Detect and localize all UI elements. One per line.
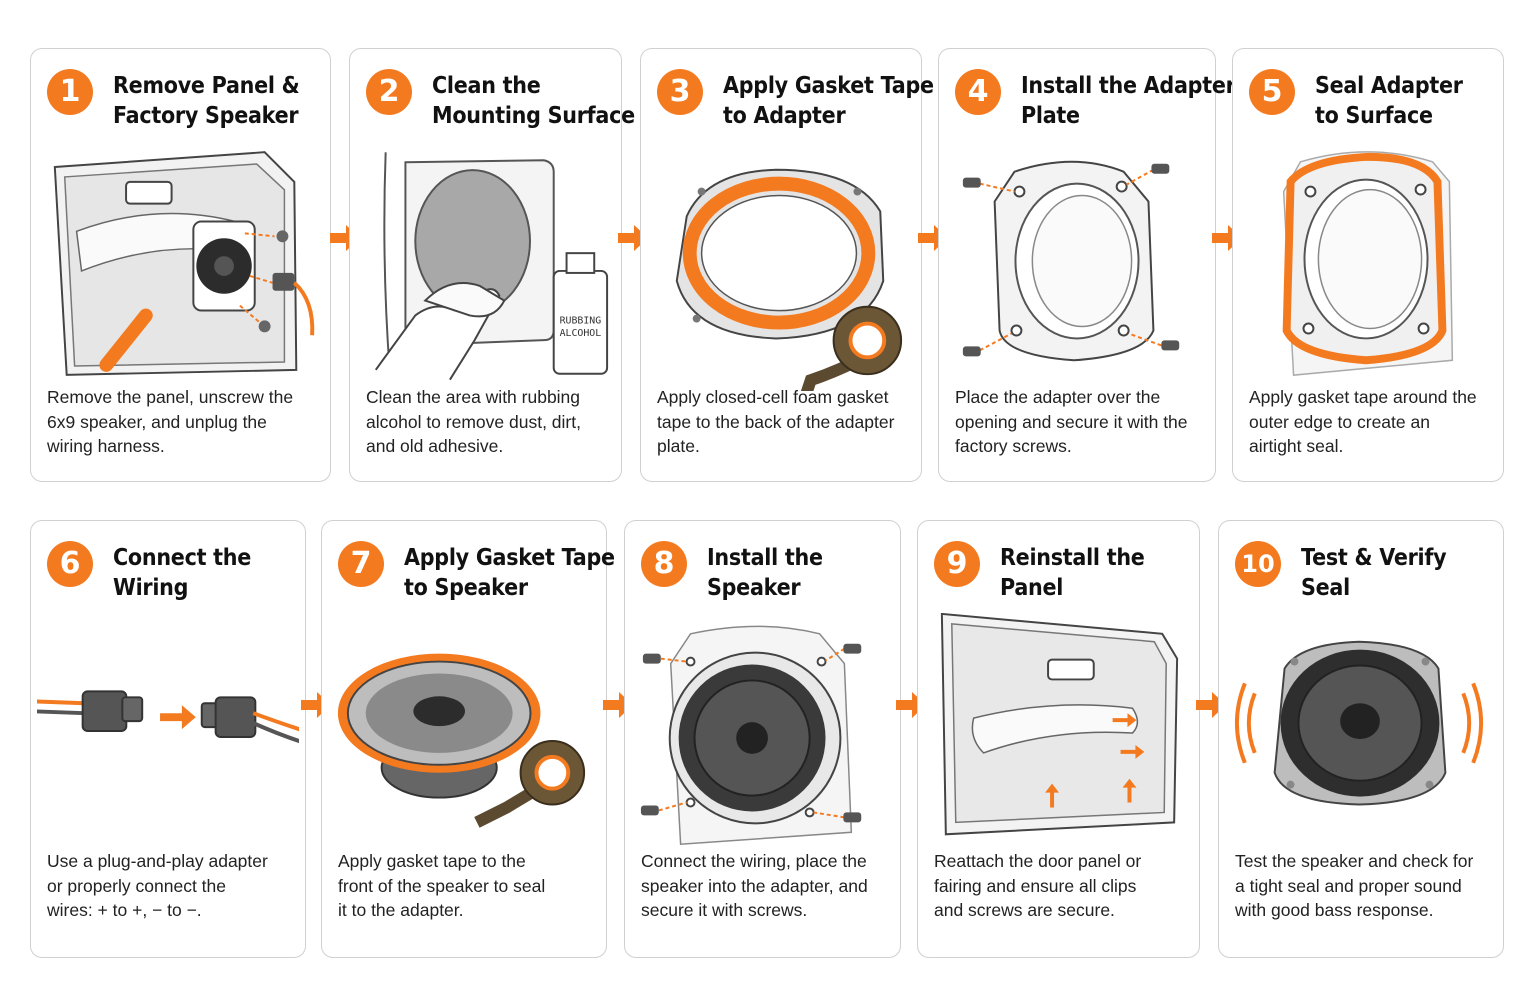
bottle-label: ALCOHOL: [560, 328, 602, 339]
door-panel-speaker-removal-icon: [37, 141, 324, 391]
step-number-badge: 1: [47, 69, 93, 115]
step-number-badge: 5: [1249, 69, 1295, 115]
speaker-sound-waves-icon: [1225, 613, 1497, 863]
step-number-badge: 6: [47, 541, 93, 587]
step-title: Remove Panel &Factory Speaker: [113, 73, 300, 129]
door-panel-reinstall-icon: [924, 613, 1193, 863]
step-number-badge: 8: [641, 541, 687, 587]
wiring-connector-icon: [37, 613, 299, 863]
sealed-adapter-icon: [1239, 141, 1497, 391]
speaker-gasket-tape-icon: [328, 613, 600, 863]
adapter-plate-gasket-tape-icon: [647, 141, 915, 391]
bottle-label: RUBBING: [560, 315, 602, 326]
step-number-badge: 4: [955, 69, 1001, 115]
step-number-badge: 2: [366, 69, 412, 115]
step-number-badge: 3: [657, 69, 703, 115]
step-number-badge: 7: [338, 541, 384, 587]
hand-cleaning-cloth-icon: RUBBING ALCOHOL: [356, 141, 615, 391]
step-number-badge: 10: [1235, 541, 1281, 587]
step-card-1: 1 Remove Panel &Factory Speaker Remove t…: [30, 48, 331, 482]
speaker-install-screws-icon: [631, 613, 894, 863]
step-number-badge: 9: [934, 541, 980, 587]
adapter-plate-screws-icon: [945, 141, 1209, 391]
